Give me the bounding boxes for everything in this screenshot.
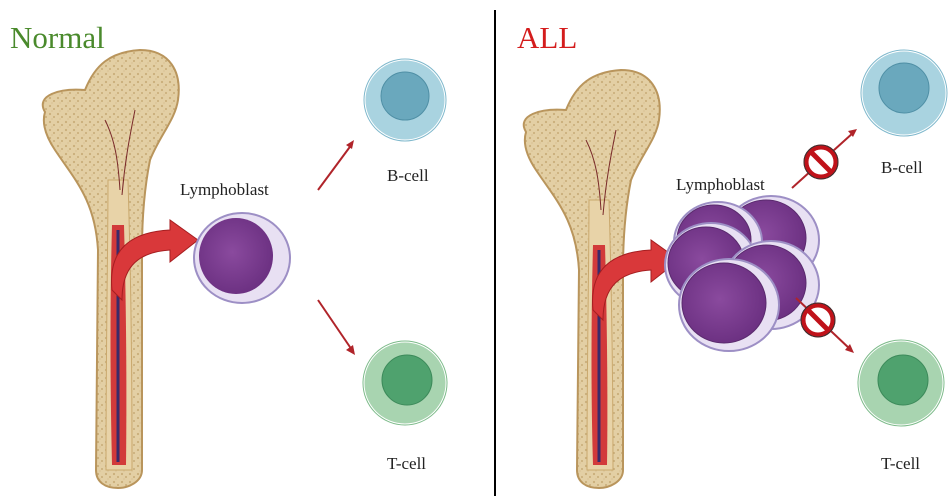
lymphoblast-cell (194, 213, 290, 303)
normal-panel: Normal Lymphoblast B-cell T-cell (0, 0, 494, 496)
lymphoblast-cluster (665, 196, 819, 351)
normal-lymphoblast-label: Lymphoblast (180, 180, 269, 200)
t-cell (363, 341, 447, 425)
femur-bone-icon (43, 50, 179, 488)
all-heading: ALL (517, 20, 577, 56)
normal-t-cell-label: T-cell (387, 454, 426, 474)
all-lymphoblast-label: Lymphoblast (676, 175, 765, 195)
normal-diagram (0, 0, 494, 496)
all-panel: ALL Lymphoblast B-cell T-cell (496, 0, 950, 496)
femur-bone-icon (524, 70, 660, 488)
prohibited-icon (804, 145, 838, 179)
arrow-to-b-cell (318, 140, 354, 190)
prohibited-icon (801, 303, 835, 337)
b-cell (364, 59, 446, 141)
b-cell (861, 50, 947, 136)
all-diagram (496, 0, 950, 496)
t-cell (858, 340, 944, 426)
normal-b-cell-label: B-cell (387, 166, 429, 186)
all-b-cell-label: B-cell (881, 158, 923, 178)
arrow-to-t-cell (318, 300, 355, 355)
normal-heading: Normal (10, 20, 105, 56)
all-t-cell-label: T-cell (881, 454, 920, 474)
